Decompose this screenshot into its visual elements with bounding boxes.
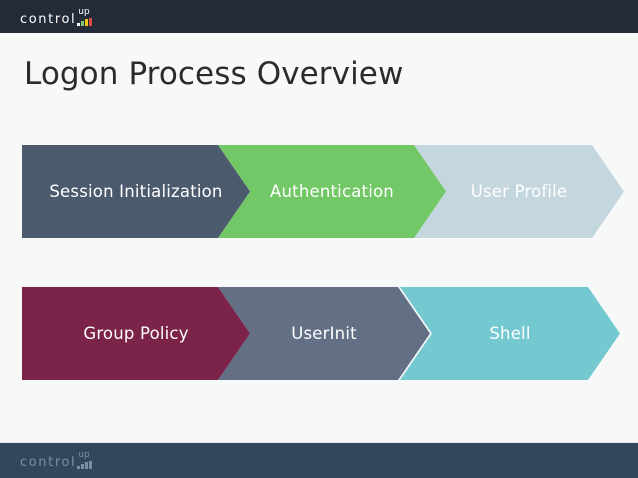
phase-step-userinit[interactable]: UserInit <box>218 287 430 380</box>
phase-step-user-profile[interactable]: User Profile <box>414 145 624 238</box>
logon-phase-row-2: Group Policy UserInit Shell <box>22 287 620 380</box>
phase-step-label: Authentication <box>270 182 394 201</box>
logo-bar-1 <box>77 466 81 469</box>
logo-bar-1 <box>77 23 81 26</box>
brand-superscript: up <box>78 450 90 460</box>
phase-step-label: Shell <box>489 324 531 343</box>
phase-step-label: User Profile <box>470 182 568 201</box>
phase-step-label: Group Policy <box>83 324 189 343</box>
logo-bar-4 <box>89 18 93 26</box>
top-brand-bar <box>0 0 638 33</box>
phase-step-label: UserInit <box>291 324 357 343</box>
phase-step-group-policy[interactable]: Group Policy <box>22 287 250 380</box>
brand-superscript: up <box>78 7 90 17</box>
bottom-brand-bar <box>0 443 638 478</box>
logo-bar-3 <box>85 462 89 469</box>
brand-wordmark: control <box>20 12 77 27</box>
controlup-bars-logo-icon: up <box>77 7 97 26</box>
logo-bar-2 <box>81 21 85 26</box>
logon-phase-row-1: Session Initialization Authentication Us… <box>22 145 624 238</box>
phase-step-label: Session Initialization <box>49 182 223 201</box>
page-title: Logon Process Overview <box>24 56 404 92</box>
logo-bar-4 <box>89 461 93 469</box>
logo-bar-2 <box>81 464 85 469</box>
controlup-bars-logo-icon: up <box>77 450 97 469</box>
controlup-logo-header: control up <box>20 7 97 27</box>
logo-bar-3 <box>85 19 89 26</box>
controlup-logo-footer: control up <box>20 450 97 470</box>
phase-step-session-initialization[interactable]: Session Initialization <box>22 145 250 238</box>
footer-divider <box>0 442 638 443</box>
phase-step-shell[interactable]: Shell <box>400 287 620 380</box>
logo-bars <box>77 18 93 26</box>
logo-bars <box>77 461 93 469</box>
phase-step-authentication[interactable]: Authentication <box>218 145 446 238</box>
brand-wordmark: control <box>20 455 77 470</box>
